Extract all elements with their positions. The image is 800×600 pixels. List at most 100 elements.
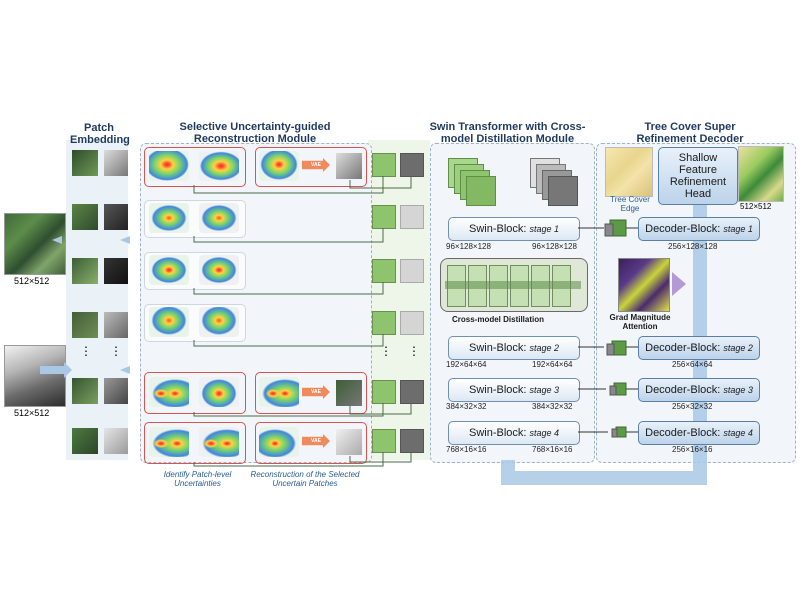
swin-dim-right: 384×32×32 [532, 402, 573, 411]
out-gray-patch [400, 429, 424, 453]
patch-embedding-title: Patch Embedding [70, 122, 130, 146]
decoder-block-stage2: Decoder-Block:stage 2 [638, 336, 760, 360]
dem-patch [104, 428, 128, 454]
selective-module-title: Selective Uncertainty-guided Reconstruct… [179, 121, 331, 145]
ellipsis-icon: ⋮ [380, 344, 392, 358]
swin-block-label: Swin-Block: [469, 223, 527, 235]
distillation-box [440, 258, 588, 312]
uncertainty-surface [199, 427, 239, 457]
uncertain-pair-row1 [144, 147, 246, 187]
swin-dim-left: 384×32×32 [446, 402, 487, 411]
decoder-block-label: Decoder-Block: [645, 427, 721, 439]
uncertainty-surface [199, 377, 239, 407]
swin-stage-label: stage 2 [529, 343, 559, 353]
decoder-block-stage1: Decoder-Block:stage 1 [638, 217, 760, 241]
out-gray-patch [400, 259, 424, 283]
identify-caption: Identify Patch-level Uncertainties [163, 470, 232, 488]
rgb-input-size: 512×512 [14, 276, 50, 286]
out-gray-patch [400, 311, 424, 335]
decoder-dim: 256×128×128 [668, 242, 718, 251]
dem-patch [104, 258, 128, 284]
swin-dim-right: 768×16×16 [532, 445, 573, 454]
shallow-head-label: Shallow Feature Refinement Head [669, 152, 727, 200]
decoder-stage-label: stage 1 [723, 224, 753, 234]
dem-patch [104, 312, 128, 338]
uncertainty-surface [149, 307, 189, 337]
swin-dim-right: 96×128×128 [532, 242, 577, 251]
swin-block-stage3: Swin-Block:stage 3 [448, 378, 580, 402]
swin-block-stage1: Swin-Block:stage 1 [448, 217, 580, 241]
rgb-input-image [4, 213, 66, 275]
reconstruct-caption: Reconstruction of the Selected Uncertain… [250, 470, 360, 488]
dem-patch [104, 378, 128, 404]
rgb-patch [72, 150, 98, 176]
out-gray-patch [400, 380, 424, 404]
out-green-patch [372, 153, 396, 177]
decoder-dim: 256×16×16 [672, 445, 713, 454]
out-gray-patch [400, 153, 424, 177]
swin-stage-label: stage 3 [529, 385, 559, 395]
uncertainty-surface [149, 151, 189, 181]
reconstructed-patch [336, 380, 362, 406]
shallow-feature-refinement-head: Shallow Feature Refinement Head [658, 147, 738, 205]
decoder-stage-label: stage 2 [723, 343, 753, 353]
grad-attention-label: Grad Magnitude Attention [609, 313, 671, 331]
patch-band [66, 140, 128, 460]
ellipsis-icon: ⋮ [408, 344, 420, 358]
vae-arrow: VAE [302, 385, 330, 399]
ellipsis-icon: ⋮ [80, 344, 92, 358]
gray-patch-stack [530, 158, 580, 208]
output-size: 512×512 [740, 202, 772, 211]
dem-input-size: 512×512 [14, 408, 50, 418]
uncertain-pair-row6 [144, 422, 246, 464]
uncertainty-surface [199, 255, 239, 285]
out-green-patch [372, 311, 396, 335]
reconstruction-row6 [255, 422, 367, 464]
tree-cover-edge-image [605, 147, 653, 197]
uncertainty-surface [199, 203, 239, 233]
swin-dim-left: 768×16×16 [446, 445, 487, 454]
grad-attention-triangle [672, 272, 686, 296]
swin-block-label: Swin-Block: [469, 427, 527, 439]
reconstructed-patch [336, 153, 362, 179]
swin-module-title: Swin Transformer with Cross-model Distil… [429, 121, 586, 145]
out-green-patch [372, 205, 396, 229]
decoder-dim: 256×32×32 [672, 402, 713, 411]
decoder-block-label: Decoder-Block: [645, 223, 721, 235]
green-patch-stack [448, 158, 498, 208]
decoder-dim: 256×64×64 [672, 360, 713, 369]
swin-block-stage2: Swin-Block:stage 2 [448, 336, 580, 360]
swin-stage-label: stage 1 [529, 224, 559, 234]
vae-arrow: VAE [302, 158, 330, 172]
decoder-block-label: Decoder-Block: [645, 342, 721, 354]
reconstructed-patch [336, 429, 362, 455]
dem-input-image [4, 345, 66, 407]
decoder-block-stage4: Decoder-Block:stage 4 [638, 421, 760, 445]
swin-stage-label: stage 4 [529, 428, 559, 438]
decoder-block-stage3: Decoder-Block:stage 3 [638, 378, 760, 402]
swin-dim-right: 192×64×64 [532, 360, 573, 369]
decoder-stage-label: stage 3 [723, 385, 753, 395]
ellipsis-icon: ⋮ [110, 344, 122, 358]
output-map [738, 146, 784, 202]
rgb-patch [72, 204, 98, 230]
uncertainty-surface [259, 427, 299, 457]
decoder-title: Tree Cover Super Refinement Decoder [636, 121, 744, 145]
reconstruction-row5 [255, 372, 367, 414]
grad-magnitude-image [618, 258, 670, 312]
uncertainty-surface [259, 151, 299, 181]
rgb-patch [72, 428, 98, 454]
uncertainty-surface [149, 377, 189, 407]
swin-dim-left: 96×128×128 [446, 242, 491, 251]
uncertainty-surface [149, 203, 189, 233]
rgb-patch [72, 258, 98, 284]
vae-arrow: VAE [302, 434, 330, 448]
out-green-patch [372, 259, 396, 283]
tree-cover-edge-label: Tree Cover Edge [610, 195, 650, 213]
decoder-stage-label: stage 4 [723, 428, 753, 438]
rgb-patch [72, 312, 98, 338]
distillation-label: Cross-model Distillation [452, 315, 545, 324]
